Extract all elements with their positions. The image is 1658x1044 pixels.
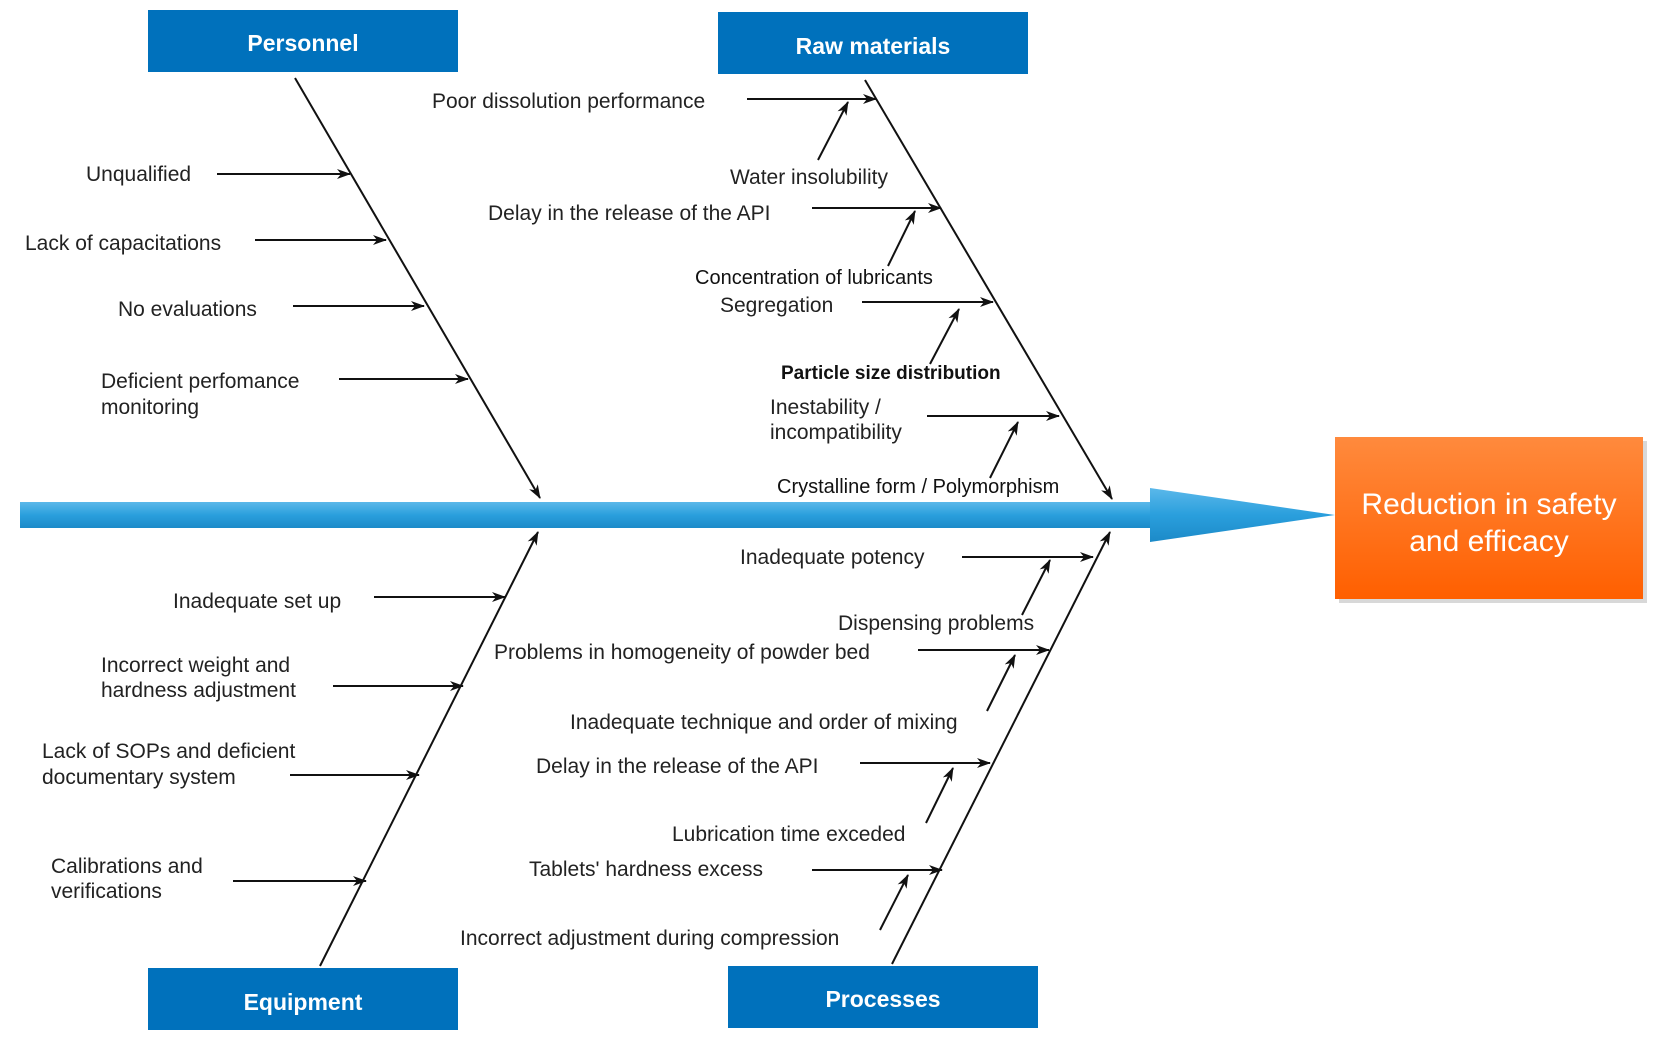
arrow-water-insolubility — [817, 101, 849, 161]
cause-hardness: Tablets' hardness excess — [529, 858, 763, 881]
effect-box: Reduction in safety and efficacy — [1335, 437, 1647, 603]
cause-deficient-line2: monitoring — [101, 396, 199, 419]
category-raw-materials: Raw materials — [718, 12, 1028, 74]
cause-weight-line2: hardness adjustment — [101, 679, 296, 702]
cause-poor-dissolution: Poor dissolution performance — [432, 90, 705, 113]
arrow-crystalline — [989, 421, 1019, 479]
cause-sops-line2: documentary system — [42, 766, 236, 789]
arrow-lubrication — [925, 767, 954, 824]
cause-sops-line1: Lack of SOPs and deficient — [42, 740, 295, 763]
cause-segregation: Segregation — [720, 294, 833, 317]
cause-weight-line1: Incorrect weight and — [101, 654, 290, 677]
equipment-causes: Inadequate set up Incorrect weight and h… — [42, 590, 506, 903]
effect-label-line2: and efficacy — [1409, 525, 1569, 558]
cause-mixing: Inadequate technique and order of mixing — [570, 711, 958, 734]
category-raw-materials-label: Raw materials — [796, 33, 951, 59]
effect-label-line1: Reduction in safety — [1361, 488, 1616, 521]
cause-setup: Inadequate set up — [173, 590, 341, 613]
category-processes: Processes — [728, 966, 1038, 1028]
cause-compression: Incorrect adjustment during compression — [460, 927, 839, 950]
cause-potency: Inadequate potency — [740, 546, 925, 569]
cause-water-insolubility: Water insolubility — [730, 166, 888, 189]
cause-delay-api: Delay in the release of the API — [488, 202, 771, 225]
arrow-dispensing — [1021, 559, 1051, 616]
effect-box-bg — [1335, 437, 1643, 599]
processes-bone — [891, 531, 1111, 965]
personnel-causes: Unqualified Lack of capacitations No eva… — [25, 163, 469, 419]
category-processes-label: Processes — [825, 986, 940, 1012]
cause-particle-size: Particle size distribution — [781, 363, 1001, 384]
cause-unqualified: Unqualified — [86, 163, 191, 186]
arrow-compression — [879, 874, 909, 931]
cause-homogeneity: Problems in homogeneity of powder bed — [494, 641, 870, 664]
cause-instability-line2: incompatibility — [770, 421, 902, 444]
arrow-particle-size — [929, 308, 960, 365]
arrow-mixing — [986, 654, 1016, 712]
cause-crystalline: Crystalline form / Polymorphism — [777, 476, 1059, 498]
cause-dispensing: Dispensing problems — [838, 612, 1034, 635]
category-equipment: Equipment — [148, 968, 458, 1030]
equipment-bone — [319, 531, 539, 967]
main-spine — [20, 488, 1335, 542]
cause-deficient-line1: Deficient perfomance — [101, 370, 299, 393]
cause-no-evaluations: No evaluations — [118, 298, 257, 321]
raw-materials-causes: Poor dissolution performance Water insol… — [432, 90, 1060, 498]
processes-causes: Inadequate potency Dispensing problems P… — [460, 546, 1094, 950]
cause-calib-line2: verifications — [51, 880, 162, 903]
category-personnel: Personnel — [148, 10, 458, 72]
spine-arrowhead-icon — [1150, 488, 1335, 542]
spine-shaft — [20, 502, 1160, 528]
cause-lubrication: Lubrication time exceded — [672, 823, 905, 846]
cause-delay-api-process: Delay in the release of the API — [536, 755, 819, 778]
category-personnel-label: Personnel — [247, 30, 358, 56]
cause-lubricants: Concentration of lubricants — [695, 267, 933, 289]
cause-calib-line1: Calibrations and — [51, 855, 203, 878]
cause-instability-line1: Inestability / — [770, 396, 881, 419]
raw-materials-bone — [864, 79, 1113, 500]
arrow-lubricants — [887, 210, 916, 267]
cause-lack-capacitations: Lack of capacitations — [25, 232, 221, 255]
personnel-bone — [294, 77, 541, 499]
category-equipment-label: Equipment — [244, 989, 363, 1015]
